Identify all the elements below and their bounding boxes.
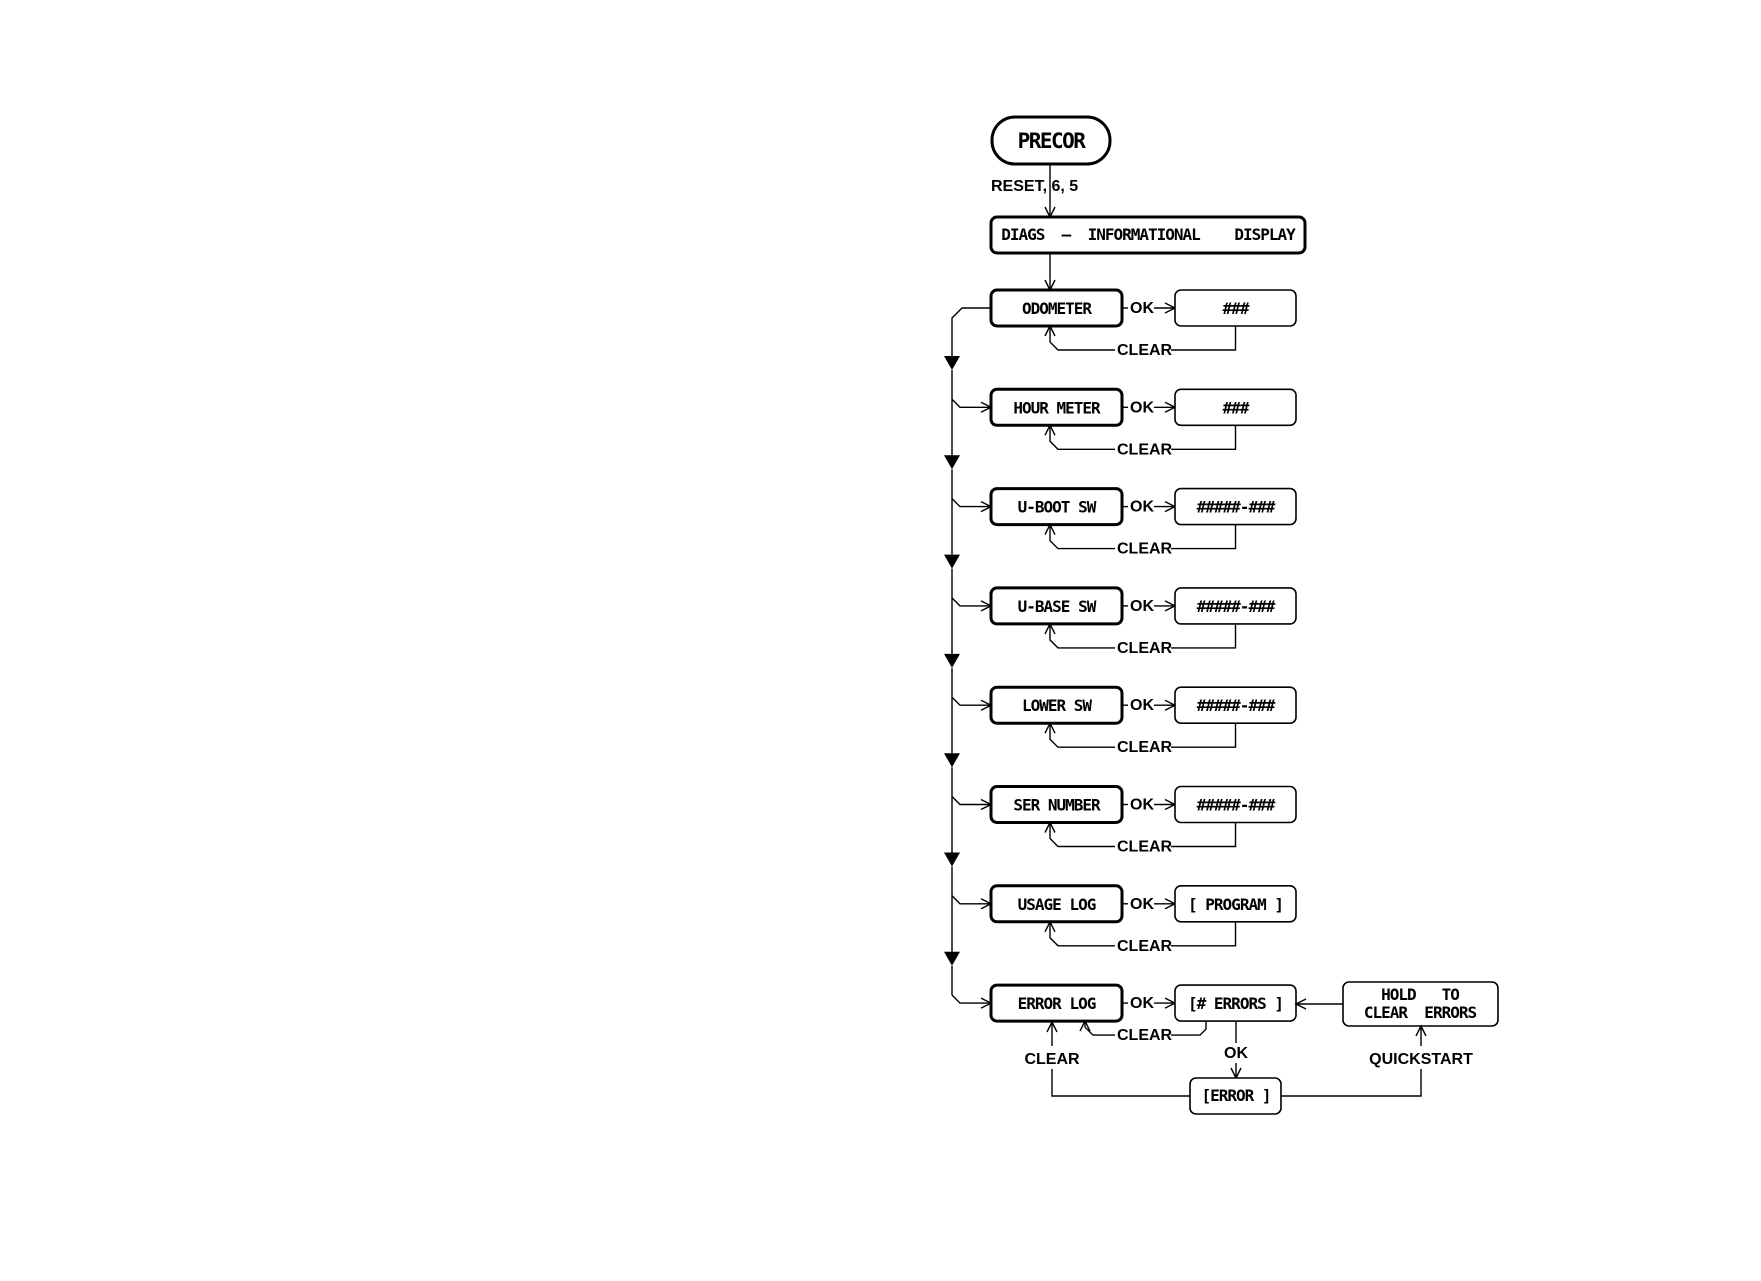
menu-row: HOUR METER OK ### CLEAR xyxy=(944,387,1297,555)
menu-item-label: ERROR LOG xyxy=(1018,994,1096,1013)
clear-label: CLEAR xyxy=(1117,1027,1173,1044)
menu-item-label: SER NUMBER xyxy=(1013,796,1101,815)
down-triangle-icon xyxy=(944,554,960,569)
down-triangle-icon xyxy=(944,852,960,867)
hold-line-1: HOLD TO xyxy=(1381,985,1459,1004)
error-clear-label: CLEAR xyxy=(1024,1051,1080,1068)
ok-label: OK xyxy=(1130,896,1154,913)
down-triangle-icon xyxy=(944,951,960,966)
menu-row: LOWER SW OK #####-### CLEAR xyxy=(944,685,1297,853)
ok-label: OK xyxy=(1130,499,1154,516)
menu-item-label: HOUR METER xyxy=(1013,398,1101,417)
value-text: [ PROGRAM ] xyxy=(1188,895,1283,914)
value-text: ### xyxy=(1223,299,1250,318)
ok-label: OK xyxy=(1130,598,1154,615)
down-triangle-icon xyxy=(944,653,960,668)
menu-row: SER NUMBER OK #####-### CLEAR xyxy=(944,785,1297,952)
menu-row: ERROR LOG OK [# ERRORS ] CLEAR xyxy=(989,983,1297,1044)
value-text: #####-### xyxy=(1197,498,1276,517)
menu-item-label: ODOMETER xyxy=(1022,299,1092,318)
menu-row: U-BASE SW OK #####-### CLEAR xyxy=(944,586,1297,754)
ok-label: OK xyxy=(1130,995,1154,1012)
ok-label: OK xyxy=(1130,797,1154,814)
value-box xyxy=(1174,984,1297,1022)
menu-item-label: U-BASE SW xyxy=(1018,597,1097,616)
precor-pill xyxy=(990,115,1112,166)
clear-label: CLEAR xyxy=(1117,541,1173,558)
value-text: ### xyxy=(1223,398,1250,417)
ok-label: OK xyxy=(1130,300,1154,317)
menu-item-label: U-BOOT SW xyxy=(1018,498,1097,517)
down-triangle-icon xyxy=(944,356,960,370)
down-triangle-icon xyxy=(944,455,960,470)
diags-mode-box xyxy=(989,215,1307,255)
menu-item-label: LOWER SW xyxy=(1022,696,1092,715)
value-text: #####-### xyxy=(1197,597,1276,616)
ok-label: OK xyxy=(1130,697,1154,714)
error-ok-label: OK xyxy=(1224,1045,1248,1062)
menu-row: USAGE LOG OK [ PROGRAM ] CLEAR xyxy=(944,884,1297,1009)
quickstart-label: QUICKSTART xyxy=(1369,1051,1473,1068)
clear-label: CLEAR xyxy=(1117,441,1173,458)
hold-line-2: CLEAR ERRORS xyxy=(1364,1003,1477,1022)
entry-keys-label: RESET, 6, 5 xyxy=(991,178,1078,195)
value-text: [# ERRORS ] xyxy=(1188,994,1283,1013)
error-value: [ERROR ] xyxy=(1201,1086,1270,1105)
clear-label: CLEAR xyxy=(1117,938,1173,955)
value-text: #####-### xyxy=(1197,696,1276,715)
precor-label: PRECOR xyxy=(1018,129,1087,153)
error-log-branch: HOLD TO CLEAR ERRORS OK [ERROR ] CLEAR Q… xyxy=(1024,981,1499,1115)
value-text: #####-### xyxy=(1197,796,1276,815)
ok-label: OK xyxy=(1130,399,1154,416)
menu-row: U-BOOT SW OK #####-### CLEAR xyxy=(944,487,1297,654)
clear-label: CLEAR xyxy=(1117,640,1173,657)
menu-item-label: USAGE LOG xyxy=(1018,895,1096,914)
menu-row: ODOMETER OK ### CLEAR xyxy=(944,288,1297,456)
down-triangle-icon xyxy=(944,753,960,768)
diags-mode-title: DIAGS – INFORMATIONAL DISPLAY xyxy=(1001,225,1296,244)
clear-label: CLEAR xyxy=(1117,342,1173,359)
clear-label: CLEAR xyxy=(1117,839,1173,856)
clear-label: CLEAR xyxy=(1117,739,1173,756)
